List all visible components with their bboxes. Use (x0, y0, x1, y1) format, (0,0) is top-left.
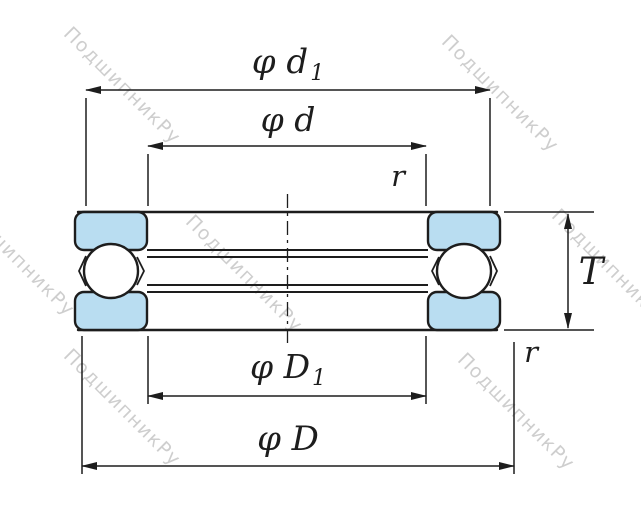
bearing-section (73, 194, 502, 348)
cage-mark-right-inner (431, 256, 440, 286)
watermark-text: ПодшипникРу (59, 345, 185, 471)
label-t: T (579, 250, 606, 293)
cage-mark-left-inner (136, 256, 145, 286)
label-d: φ d (261, 100, 316, 139)
dimension-D1: φ D1 (147, 336, 427, 404)
label-r-bottom: r (524, 335, 540, 369)
dimension-d: φ d (147, 100, 427, 206)
label-d1-main: φ d (252, 42, 308, 82)
watermark-text: ПодшипникРу (0, 195, 79, 321)
ball-left (82, 242, 140, 300)
watermark-text: ПодшипникРу (437, 31, 563, 157)
dimension-D: φ D (81, 336, 515, 474)
label-D1-subscript: 1 (312, 366, 326, 391)
cage-mark-left-outer (78, 255, 87, 287)
label-d1-subscript: 1 (310, 61, 324, 86)
cage-mark-right-outer (489, 255, 498, 287)
watermark-text: ПодшипникРу (59, 23, 185, 149)
watermark-text: ПодшипникРу (453, 349, 579, 475)
label-r-top: r (391, 159, 407, 193)
dimension-d1: φ d1 (85, 42, 491, 206)
label-d1: φ d1 (252, 42, 324, 86)
label-D: φ D (257, 419, 319, 459)
dimension-t: T (504, 211, 606, 331)
ball-right (435, 242, 493, 300)
watermark-text: ПодшипникРу (181, 211, 307, 337)
label-D1-main: φ D (250, 347, 310, 386)
label-D1: φ D1 (250, 347, 326, 391)
